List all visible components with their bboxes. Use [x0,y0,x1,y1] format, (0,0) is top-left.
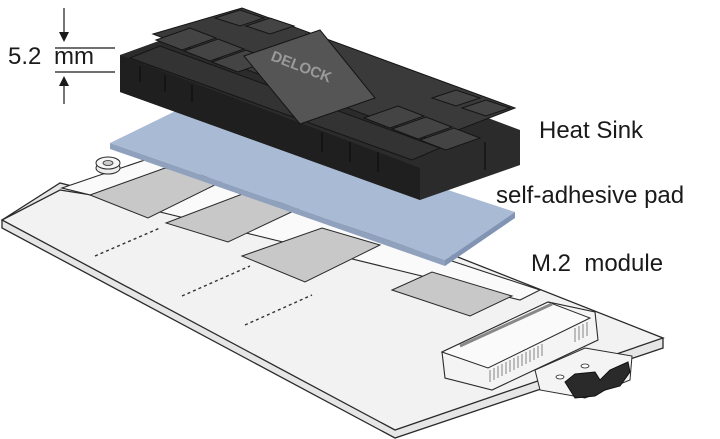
heat-sink: DELOCK [120,7,520,200]
dimension-unit: mm [54,43,94,70]
label-heat-sink: Heat Sink [539,117,644,144]
usb-port [534,347,633,399]
m2-module-board [0,156,665,439]
dimension-value: 5.2 [8,43,42,70]
label-self-adhesive-pad: self-adhesive pad [496,182,685,209]
thermal-pad [110,105,515,266]
label-m2-module: M.2 module [531,250,664,277]
m2-slot-connector [440,301,599,391]
dimension-marker [55,8,115,104]
